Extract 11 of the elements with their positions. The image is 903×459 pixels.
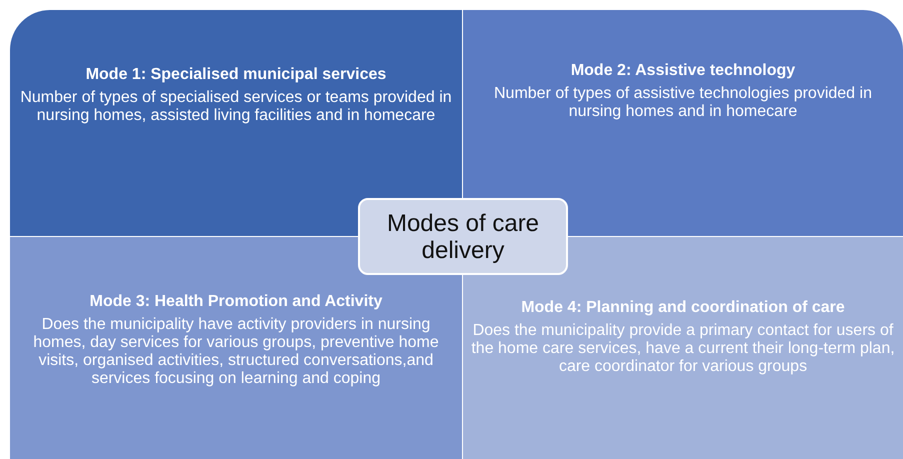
center-box: Modes of care delivery (358, 198, 568, 275)
quadrant-panel (463, 10, 903, 236)
panel-heading: Mode 1: Specialised municipal services (84, 66, 388, 84)
panel-heading: Mode 2: Assistive technology (570, 62, 796, 80)
quadrant-panel (10, 10, 462, 236)
panel-description: Does the municipality have activity providers in nursing homes, day services for various groups, preventive home visits, organised activities, structured conversations,and services focusing on learning and coping (32, 316, 440, 388)
panel-heading: Mode 3: Health Promotion and Activity (88, 293, 384, 311)
panel-description: Number of types of specialised services or teams provided in nursing homes, assisted living facilities and in homecare (19, 89, 453, 125)
panel-description: Number of types of assistive technologies provided in nursing homes and in homecare (493, 85, 873, 121)
panel-description: Does the municipality provide a primary contact for users of the home care services, have a current their long-term plan, care coordinator for various groups (470, 322, 896, 376)
panel-heading: Mode 4: Planning and coordination of care (520, 299, 846, 317)
